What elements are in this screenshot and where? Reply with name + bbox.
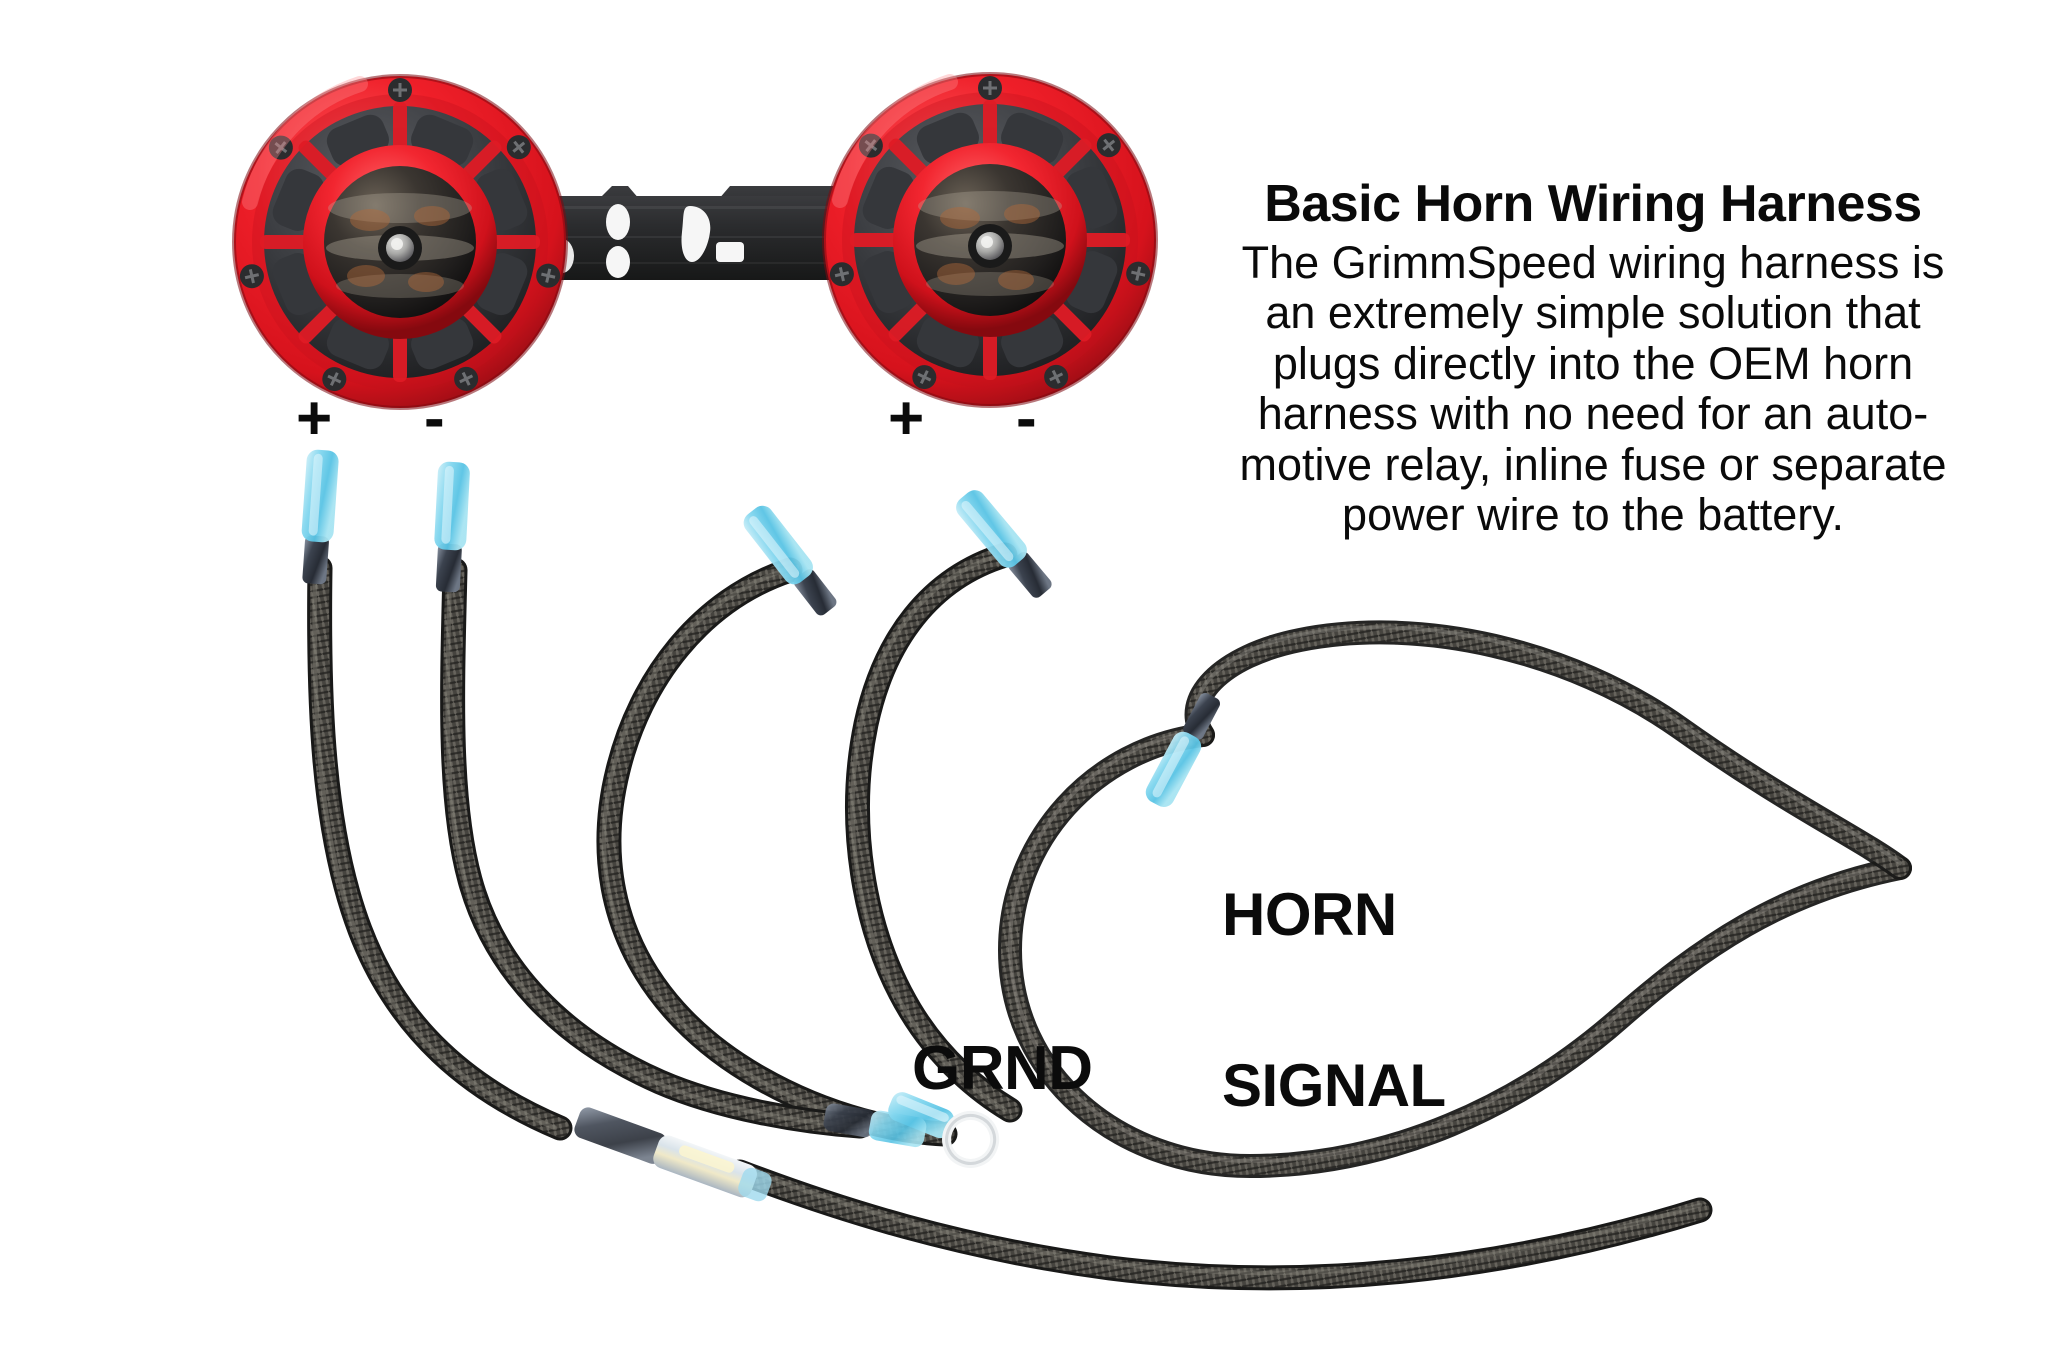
inline-heatshrink-splice	[574, 1107, 772, 1202]
blue-ring-terminal	[888, 1092, 1000, 1168]
horn-mounting-bracket	[516, 186, 872, 280]
blue-spade-terminal	[956, 490, 1052, 598]
horn-signal-label-line1: HORN	[1222, 881, 1397, 948]
description-line: plugs directly into the OEM horn	[1272, 337, 1914, 389]
blue-spade-terminal	[434, 461, 470, 593]
horn-assembly-group	[232, 72, 1158, 410]
wire-left-positive-outer	[307, 555, 573, 1141]
blue-spade-terminal	[301, 449, 339, 585]
wire-trunk-to-battery	[727, 1159, 1713, 1291]
inline-heatshrink-splice	[823, 1103, 927, 1148]
wire-left-positive-inner	[440, 557, 873, 1139]
bezel-screws	[239, 78, 561, 392]
ground-wire-label: GRND	[912, 1034, 1093, 1103]
bezel-screws	[829, 76, 1151, 390]
product-description: The GrimmSpeed wiring harness is an extr…	[1188, 237, 1998, 540]
blue-spade-terminal	[1145, 693, 1221, 807]
terminals-group	[301, 449, 1221, 1202]
horn-signal-wire	[997, 620, 1912, 1179]
blue-spade-terminal	[743, 505, 837, 616]
product-description-block: Basic Horn Wiring Harness The GrimmSpeed…	[1188, 178, 1998, 540]
horn-signal-wire-label: HORN SIGNAL	[1222, 772, 1446, 1228]
description-line: The GrimmSpeed wiring harness is	[1241, 237, 1945, 288]
red-disc-horn	[232, 74, 568, 410]
description-line: harness with no need for an auto-	[1257, 388, 1929, 440]
left-horn-positive-label: +	[296, 384, 332, 453]
page-title: Basic Horn Wiring Harness	[1264, 175, 1922, 233]
right-horn-negative-label: -	[1016, 384, 1037, 453]
left-horn-negative-label: -	[424, 384, 445, 453]
horn-signal-label-line2: SIGNAL	[1222, 1052, 1446, 1119]
description-line: motive relay, inline fuse or separate	[1239, 438, 1947, 490]
wire-right-negative	[845, 542, 1023, 1123]
red-disc-horn	[822, 72, 1158, 408]
right-horn-positive-label: +	[888, 384, 924, 453]
description-line: power wire to the battery.	[1342, 488, 1844, 540]
description-line: an extremely simple solution that	[1265, 287, 1921, 339]
